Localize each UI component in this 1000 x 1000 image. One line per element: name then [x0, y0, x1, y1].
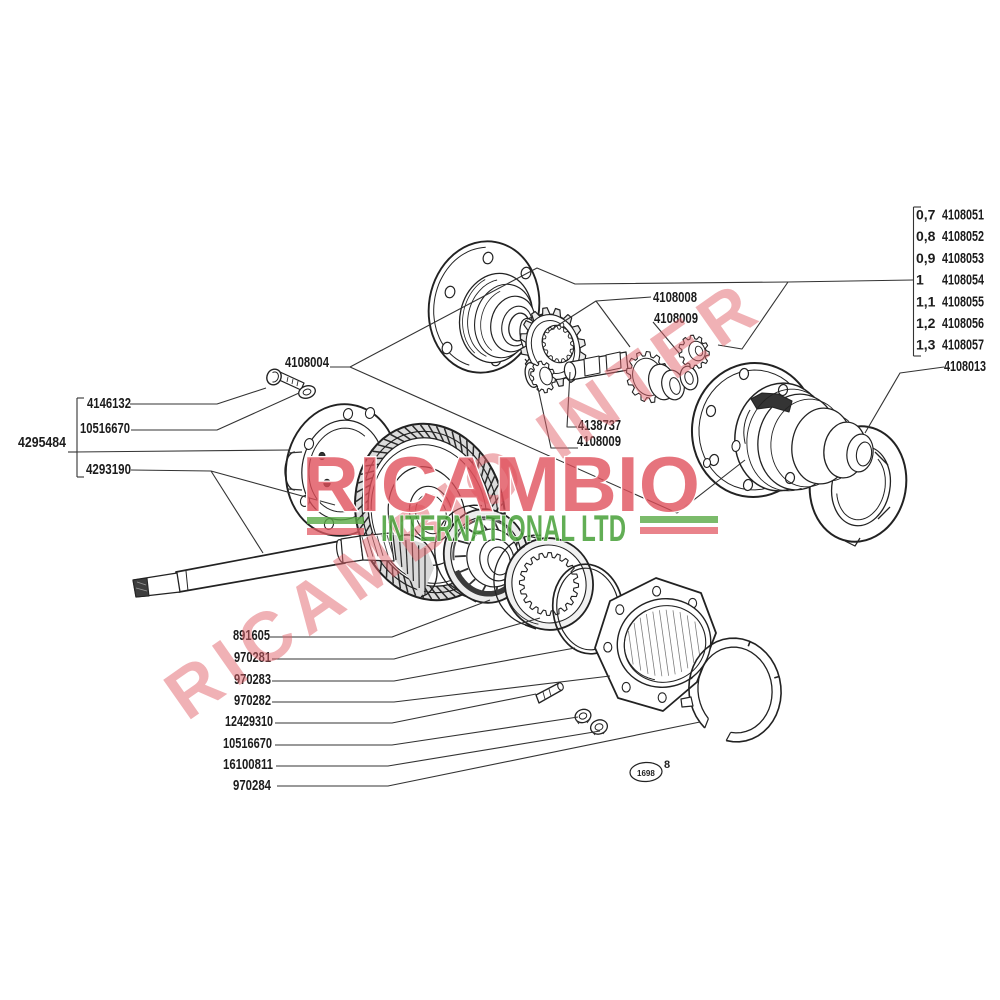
svg-text:10516670: 10516670	[223, 736, 272, 752]
svg-text:1698: 1698	[637, 769, 655, 778]
svg-text:970284: 970284	[233, 778, 271, 794]
svg-text:10516670: 10516670	[80, 421, 130, 437]
svg-text:4138737: 4138737	[578, 418, 621, 434]
svg-text:970281: 970281	[234, 650, 271, 666]
svg-text:4108008: 4108008	[653, 290, 697, 306]
svg-text:12429310: 12429310	[225, 714, 273, 730]
svg-text:0,8: 0,8	[916, 228, 936, 244]
svg-text:1,1: 1,1	[916, 293, 936, 309]
svg-text:4108052: 4108052	[942, 229, 984, 245]
svg-text:4108004: 4108004	[285, 355, 329, 371]
svg-text:970283: 970283	[234, 672, 271, 688]
svg-text:4293190: 4293190	[86, 462, 131, 478]
svg-text:4108054: 4108054	[942, 273, 984, 289]
svg-text:16100811: 16100811	[223, 757, 273, 773]
svg-text:4108009: 4108009	[577, 434, 621, 450]
svg-text:4295484: 4295484	[18, 434, 67, 451]
svg-text:RICAMBIO: RICAMBIO	[302, 440, 700, 528]
svg-text:970282: 970282	[234, 693, 271, 709]
svg-text:8: 8	[664, 759, 670, 771]
svg-text:0,7: 0,7	[916, 207, 936, 223]
svg-text:4108056: 4108056	[942, 316, 984, 332]
svg-text:4108053: 4108053	[942, 251, 984, 267]
svg-text:1,3: 1,3	[916, 337, 936, 353]
svg-text:891605: 891605	[233, 628, 270, 644]
svg-text:0,9: 0,9	[916, 250, 936, 266]
svg-text:1,2: 1,2	[916, 315, 936, 331]
svg-text:1: 1	[916, 272, 924, 288]
svg-text:4108009: 4108009	[654, 311, 698, 327]
svg-text:4108057: 4108057	[942, 338, 984, 354]
svg-text:4108055: 4108055	[942, 294, 984, 310]
svg-text:INTERNATIONAL LTD: INTERNATIONAL LTD	[381, 508, 626, 549]
svg-text:4108013: 4108013	[944, 359, 986, 375]
svg-text:4108051: 4108051	[942, 208, 984, 224]
svg-text:4146132: 4146132	[87, 396, 131, 412]
